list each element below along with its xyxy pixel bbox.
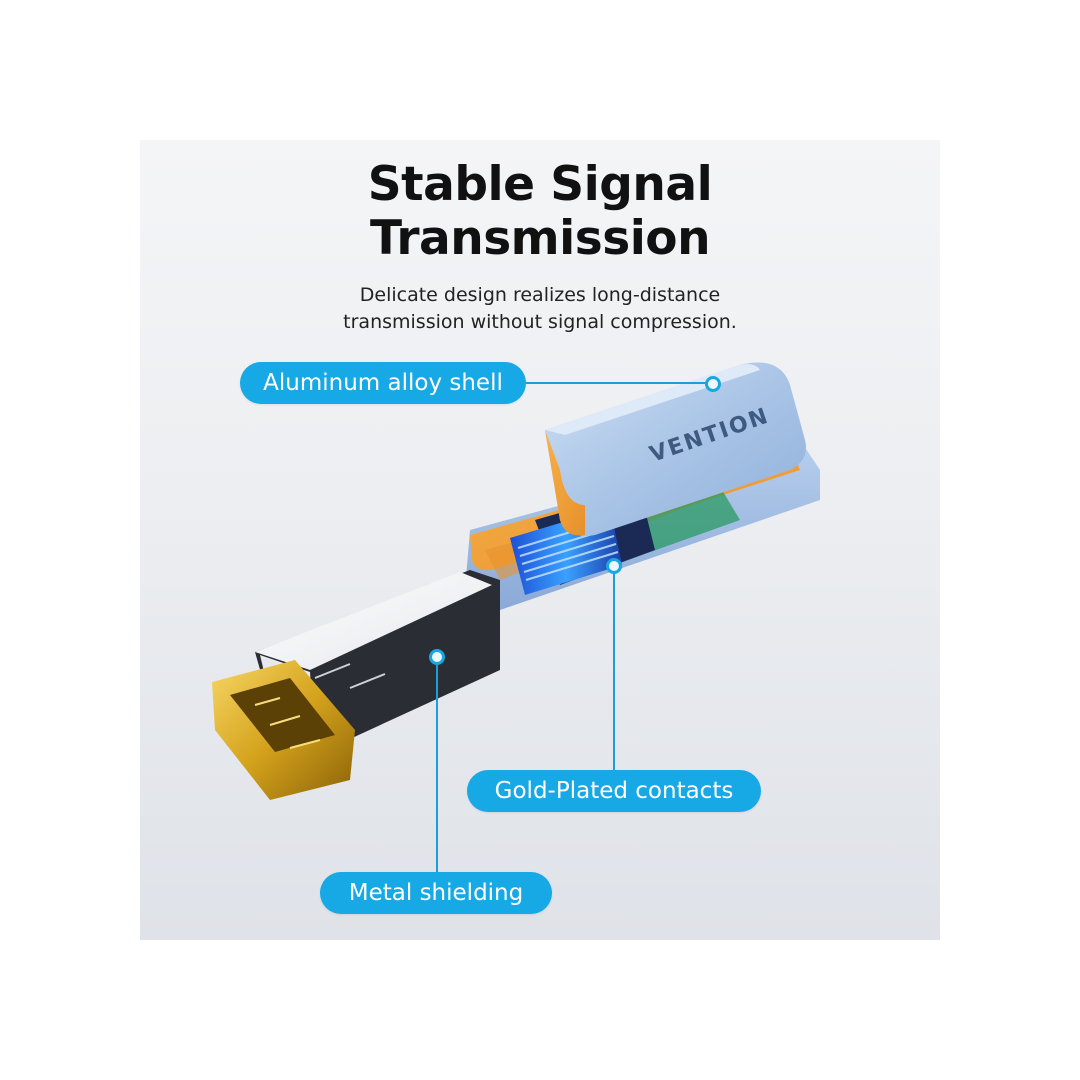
callout-gold-plated-contacts: Gold-Plated contacts [467, 770, 761, 812]
title-line-1: Stable Signal [367, 157, 713, 212]
callout-dot-shell [705, 376, 721, 392]
hdmi-adapter-illustration: VENTION [212, 362, 820, 800]
subtitle-line-1: Delicate design realizes long-distance [359, 284, 721, 306]
infographic-panel: Stable Signal Transmission Delicate desi… [140, 140, 940, 940]
callout-aluminum-alloy-shell: Aluminum alloy shell [240, 362, 526, 404]
subtitle-line-2: transmission without signal compression. [343, 311, 737, 333]
gold-port [212, 660, 355, 800]
callout-dot-shielding [429, 649, 445, 665]
title-line-2: Transmission [369, 211, 711, 266]
callout-line-shell [526, 382, 706, 384]
callout-dot-contacts [606, 558, 622, 574]
callout-label: Gold-Plated contacts [494, 778, 734, 804]
callout-label: Aluminum alloy shell [263, 370, 503, 396]
callout-line-contacts [613, 566, 615, 772]
callout-label: Metal shielding [348, 880, 524, 906]
page-title: Stable Signal Transmission [140, 158, 940, 266]
subtitle: Delicate design realizes long-distance t… [140, 282, 940, 336]
callout-metal-shielding: Metal shielding [320, 872, 552, 914]
callout-line-shielding [436, 664, 438, 874]
